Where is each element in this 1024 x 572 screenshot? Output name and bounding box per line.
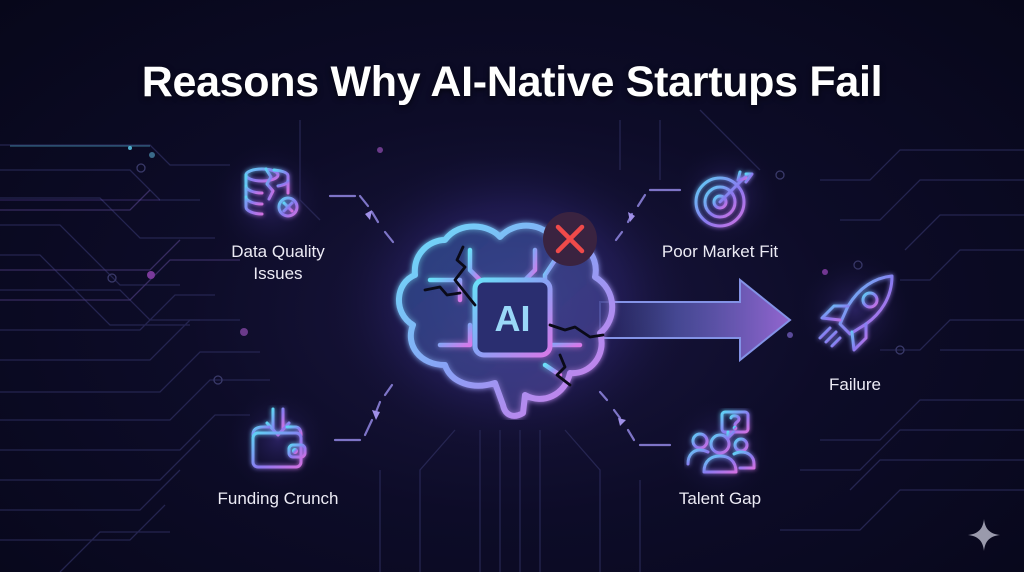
- reason-data-quality: Data Quality Issues: [198, 241, 358, 285]
- rocket-icon: [818, 274, 894, 352]
- cracked-brain-icon: AI: [396, 222, 616, 419]
- outcome-failure: Failure: [795, 374, 915, 396]
- reason-label-line1: Poor Market Fit: [661, 242, 779, 261]
- reason-label-line1: Talent Gap: [678, 489, 762, 508]
- reason-label-line1: Data Quality: [231, 242, 325, 261]
- sparkle-icon: [968, 519, 1000, 551]
- reason-label-line1: Funding Crunch: [217, 489, 339, 508]
- target-arrow-icon: [694, 170, 754, 228]
- chip-label: AI: [495, 298, 531, 339]
- reason-label-line2: Issues: [253, 264, 303, 283]
- cracked-database-icon: [244, 167, 299, 218]
- wallet-download-icon: [251, 407, 307, 469]
- reason-funding: Funding Crunch: [198, 488, 358, 510]
- reason-talent: Talent Gap: [640, 488, 800, 510]
- people-question-icon: [686, 410, 756, 474]
- reason-market-fit: Poor Market Fit: [640, 241, 800, 263]
- page-title: Reasons Why AI-Native Startups Fail: [141, 58, 883, 106]
- arrow-to-failure: [599, 277, 792, 363]
- outcome-label: Failure: [829, 375, 881, 394]
- x-mark-icon: [543, 212, 597, 266]
